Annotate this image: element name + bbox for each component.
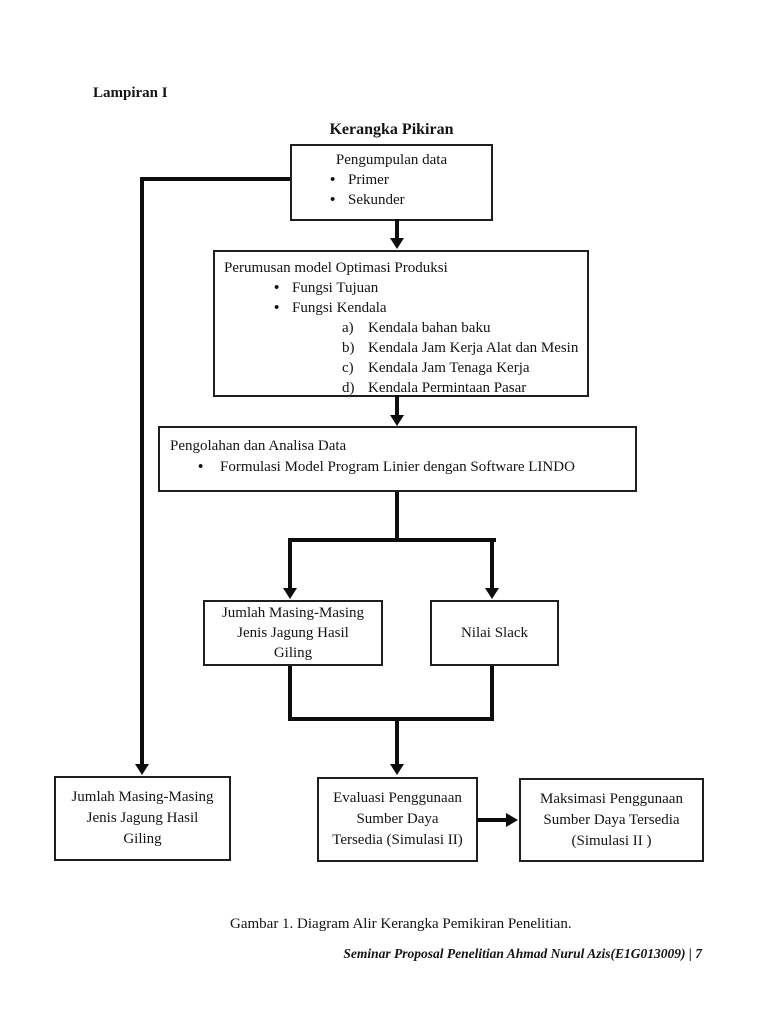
bullet-icon [274, 298, 292, 318]
merge-left-line [288, 666, 292, 721]
node-text-line: Tersedia (Simulasi II) [332, 832, 463, 848]
node-pengumpulan-data: Pengumpulan data Primer Sekunder [290, 144, 493, 221]
node-text-line: Jenis Jagung Hasil [86, 810, 199, 826]
edge-pengumpulan-jumlahbottom-vline [140, 177, 144, 765]
edge-merge-evaluasi-line [395, 721, 399, 765]
split-horizontal-line [288, 538, 496, 542]
node-jumlah-jenis-jagung-mid: Jumlah Masing-Masing Jenis Jagung Hasil … [203, 600, 383, 666]
node-text-line: Jumlah Masing-Masing [71, 789, 214, 805]
node-perumusan-model: Perumusan model Optimasi Produksi Fungsi… [213, 250, 589, 397]
bullet-text: Sekunder [348, 192, 405, 208]
node-maksimasi-penggunaan: Maksimasi Penggunaan Sumber Daya Tersedi… [519, 778, 704, 862]
edge-perumusan-pengolahan-arrowhead-icon [390, 415, 404, 426]
node-nilai-slack: Nilai Slack [430, 600, 559, 666]
list-marker: b) [342, 340, 355, 356]
bullet-icon [274, 278, 292, 298]
node-title: Pengolahan dan Analisa Data [170, 438, 347, 454]
edge-evaluasi-maksimasi-line [477, 818, 508, 822]
bullet-text: Fungsi Kendala [292, 300, 387, 316]
node-text-line: Sumber Daya Tersedia [543, 811, 680, 828]
node-text-line: Giling [273, 645, 313, 661]
bullet-icon [330, 170, 348, 190]
page-footer: Seminar Proposal Penelitian Ahmad Nurul … [343, 946, 702, 961]
node-text-line: Jenis Jagung Hasil [237, 625, 349, 641]
bullet-text: Primer [348, 172, 389, 188]
list-marker: c) [342, 360, 354, 376]
node-text-line: (Simulasi II ) [571, 832, 652, 849]
edge-pengumpulan-jumlahbottom-hline [140, 177, 292, 181]
list-marker: a) [342, 320, 354, 336]
edge-perumusan-pengolahan-line [395, 395, 399, 418]
split-stem-line [395, 492, 399, 542]
edge-pengumpulan-perumusan-line [395, 219, 399, 240]
node-text-line: Giling [123, 831, 162, 847]
list-item-text: Kendala Permintaan Pasar [368, 380, 527, 396]
list-marker: d) [342, 380, 355, 396]
bullet-icon [198, 457, 220, 478]
list-item-text: Kendala Jam Kerja Alat dan Mesin [368, 340, 579, 356]
node-evaluasi-penggunaan: Evaluasi Penggunaan Sumber Daya Tersedia… [317, 777, 478, 862]
edge-split-nilaislack-arrowhead-icon [485, 588, 499, 599]
node-title: Perumusan model Optimasi Produksi [224, 260, 448, 276]
node-pengolahan-analisa: Pengolahan dan Analisa Data Formulasi Mo… [158, 426, 637, 492]
node-text-line: Sumber Daya [356, 811, 439, 827]
node-text-line: Evaluasi Penggunaan [333, 790, 462, 806]
node-text-line: Jumlah Masing-Masing [221, 605, 365, 621]
merge-horizontal-line [288, 717, 494, 721]
edge-pengumpulan-perumusan-arrowhead-icon [390, 238, 404, 249]
figure-caption: Gambar 1. Diagram Alir Kerangka Pemikira… [230, 916, 572, 932]
edge-pengumpulan-jumlahbottom-arrowhead-icon [135, 764, 149, 775]
lampiran-heading: Lampiran I [93, 85, 168, 101]
list-item-text: Kendala bahan baku [368, 320, 491, 336]
edge-split-jumlahmid-arrowhead-icon [283, 588, 297, 599]
node-text-line: Maksimasi Penggunaan [540, 790, 683, 807]
node-title: Pengumpulan data [335, 152, 448, 168]
bullet-text: Formulasi Model Program Linier dengan So… [220, 459, 575, 475]
edge-merge-evaluasi-arrowhead-icon [390, 764, 404, 775]
bullet-text: Fungsi Tujuan [292, 280, 379, 296]
diagram-title: Kerangka Pikiran [329, 121, 454, 138]
node-text-line: Nilai Slack [460, 624, 529, 641]
edge-split-jumlahmid-line [288, 538, 292, 589]
merge-right-line [490, 666, 494, 721]
edge-split-nilaislack-line [490, 538, 494, 589]
list-item-text: Kendala Jam Tenaga Kerja [368, 360, 530, 376]
bullet-icon [330, 190, 348, 210]
node-jumlah-jenis-jagung-bottom: Jumlah Masing-Masing Jenis Jagung Hasil … [54, 776, 231, 861]
edge-evaluasi-maksimasi-arrowhead-icon [506, 813, 518, 827]
